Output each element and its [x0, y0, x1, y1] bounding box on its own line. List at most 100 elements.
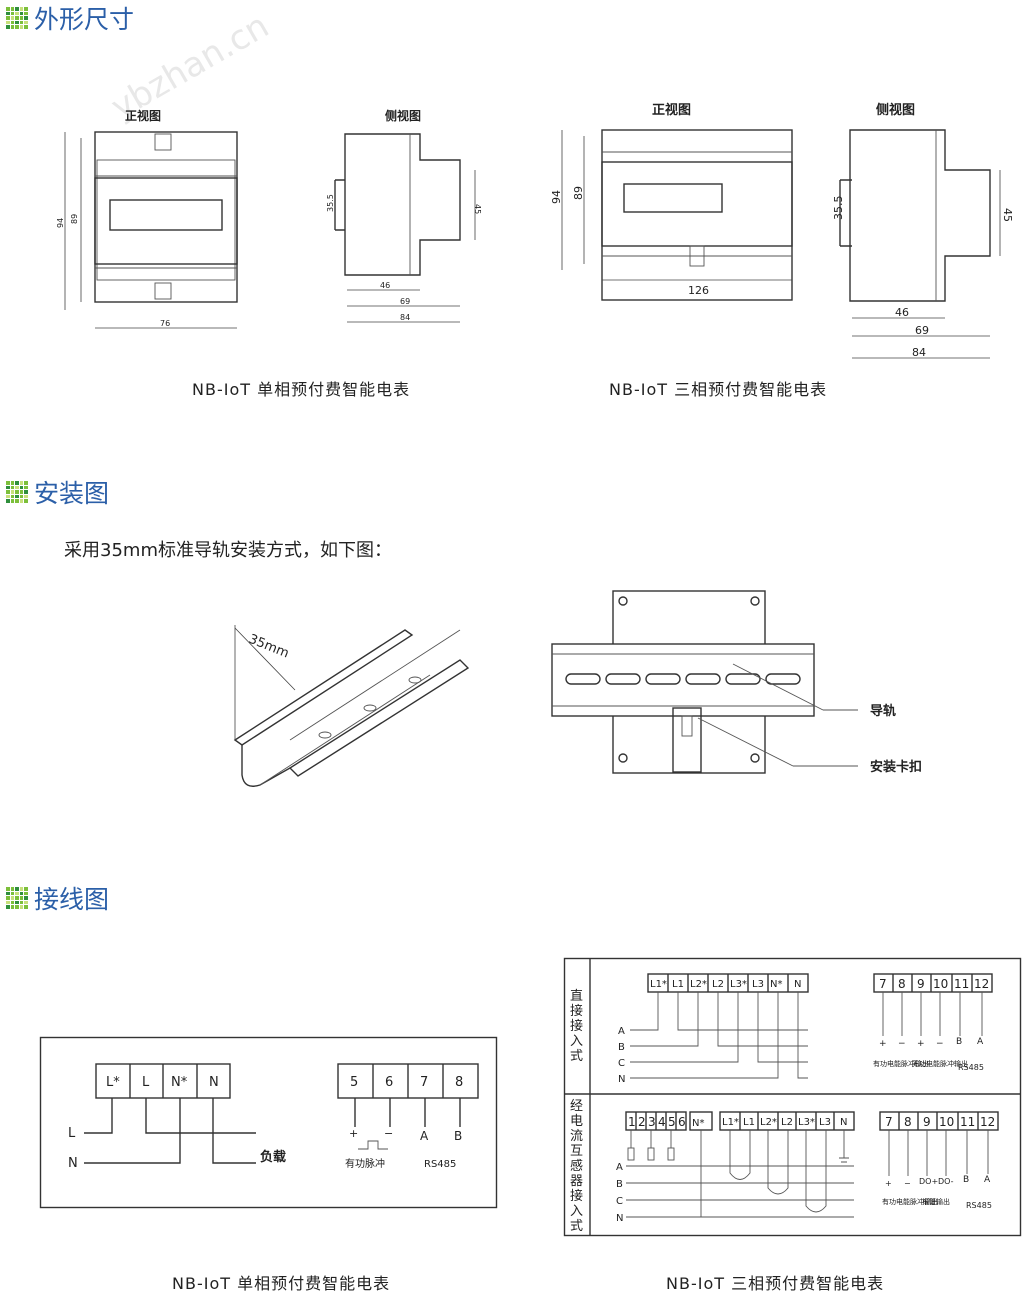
section-heading: 外形尺寸: [34, 5, 135, 34]
svg-text:9: 9: [917, 977, 925, 991]
svg-text:7: 7: [420, 1075, 428, 1090]
svg-text:3: 3: [648, 1115, 656, 1129]
svg-text:46: 46: [895, 306, 909, 319]
svg-text:负载: 负载: [260, 1149, 286, 1165]
svg-text:+: +: [917, 1039, 925, 1049]
svg-text:35mm: 35mm: [247, 632, 291, 662]
svg-text:89: 89: [572, 186, 585, 200]
svg-text:A: A: [618, 1026, 625, 1037]
svg-text:N: N: [840, 1117, 847, 1128]
svg-text:N*: N*: [171, 1075, 188, 1090]
svg-text:RS485: RS485: [958, 1063, 984, 1072]
svg-text:L1: L1: [672, 979, 684, 990]
single-phase-wiring-diagram: L* L N* N 5 6 7 8 L N 负载 + − A B 有功脉冲 RS…: [39, 1036, 498, 1209]
rail-callout: 导轨: [870, 703, 896, 719]
svg-text:94: 94: [550, 190, 563, 204]
svg-text:正视图: 正视图: [652, 102, 691, 118]
svg-text:N*: N*: [770, 979, 782, 990]
three-phase-dimension-drawing: 正视图 94 89 126 侧视图 35.5 45 46 69 84: [550, 102, 1014, 359]
svg-text:C: C: [616, 1196, 623, 1207]
installation-text: 采用35mm标准导轨安装方式，如下图：: [64, 540, 392, 561]
svg-text:8: 8: [455, 1075, 463, 1090]
svg-text:L1: L1: [743, 1117, 755, 1128]
svg-text:A: A: [616, 1162, 623, 1173]
svg-text:DO-: DO-: [938, 1177, 954, 1186]
svg-text:L: L: [68, 1126, 76, 1141]
svg-text:12: 12: [974, 977, 989, 991]
svg-text:N: N: [794, 979, 801, 990]
svg-text:侧视图: 侧视图: [876, 102, 915, 118]
svg-text:直接接入式: 直接接入式: [570, 989, 583, 1064]
svg-text:84: 84: [912, 346, 926, 359]
svg-text:B: B: [963, 1175, 969, 1185]
svg-text:L2*: L2*: [760, 1117, 777, 1128]
svg-text:6: 6: [385, 1075, 393, 1090]
svg-text:5: 5: [668, 1115, 676, 1129]
svg-text:有功电能脉冲输出: 有功电能脉冲输出: [882, 1197, 938, 1206]
svg-text:L3: L3: [819, 1117, 831, 1128]
svg-text:C: C: [618, 1058, 625, 1069]
svg-text:RS485: RS485: [424, 1159, 456, 1170]
svg-text:−: −: [936, 1039, 944, 1049]
section-heading: 接线图: [34, 885, 110, 914]
svg-text:8: 8: [898, 977, 906, 991]
direct-connection-label: 直接接入式: [570, 989, 583, 1064]
svg-text:L2: L2: [781, 1117, 793, 1128]
watermark: ybzhan.cn: [105, 6, 276, 128]
svg-text:7: 7: [885, 1115, 893, 1129]
svg-text:45: 45: [473, 204, 482, 214]
svg-text:126: 126: [688, 284, 709, 297]
svg-text:N: N: [618, 1074, 625, 1085]
svg-text:L2: L2: [712, 979, 724, 990]
svg-text:−: −: [898, 1039, 906, 1049]
svg-text:−: −: [904, 1179, 911, 1188]
svg-text:L1*: L1*: [722, 1117, 739, 1128]
svg-text:报警输出: 报警输出: [922, 1197, 950, 1206]
svg-text:B: B: [618, 1042, 625, 1053]
svg-text:A: A: [420, 1129, 429, 1143]
svg-text:B: B: [454, 1129, 462, 1143]
svg-text:B: B: [616, 1179, 623, 1190]
svg-text:有功电能脉冲输出: 有功电能脉冲输出: [873, 1059, 929, 1068]
single-phase-dimension-drawing: 正视图 94 89 76 侧视图 35.5 45 46 69 84: [56, 108, 482, 329]
svg-text:DO+: DO+: [919, 1177, 938, 1186]
svg-text:−: −: [384, 1127, 393, 1140]
svg-text:10: 10: [933, 977, 948, 991]
svg-text:L3: L3: [752, 979, 764, 990]
section-heading: 安装图: [34, 479, 110, 508]
svg-text:5: 5: [350, 1075, 358, 1090]
svg-text:45: 45: [1001, 208, 1014, 222]
svg-text:89: 89: [70, 214, 79, 224]
svg-text:69: 69: [400, 297, 410, 306]
single-phase-wiring-caption: NB-IoT 单相预付费智能电表: [172, 1274, 391, 1293]
section-title-wiring: 接线图: [6, 880, 109, 916]
svg-text:N: N: [68, 1156, 78, 1171]
svg-text:N: N: [209, 1075, 219, 1090]
svg-text:11: 11: [954, 977, 969, 991]
svg-text:94: 94: [56, 218, 65, 228]
svg-text:2: 2: [638, 1115, 646, 1129]
svg-text:12: 12: [980, 1115, 995, 1129]
svg-text:RS485: RS485: [966, 1201, 992, 1210]
svg-text:+: +: [349, 1127, 358, 1140]
three-phase-wiring-caption: NB-IoT 三相预付费智能电表: [666, 1274, 885, 1293]
svg-text:L2*: L2*: [690, 979, 707, 990]
svg-text:10: 10: [939, 1115, 954, 1129]
clip-callout: 安装卡扣: [870, 759, 922, 775]
svg-text:84: 84: [400, 313, 410, 322]
grid-bullet-icon: [6, 887, 28, 909]
three-phase-dimension-caption: NB-IoT 三相预付费智能电表: [609, 380, 828, 399]
svg-text:9: 9: [923, 1115, 931, 1129]
svg-text:69: 69: [915, 324, 929, 337]
svg-text:A: A: [977, 1037, 984, 1047]
svg-text:+: +: [879, 1039, 887, 1049]
din-rail-perspective: 35mm: [233, 625, 470, 787]
svg-text:+: +: [885, 1179, 892, 1188]
svg-text:11: 11: [960, 1115, 975, 1129]
svg-text:7: 7: [879, 977, 887, 991]
section-title-installation: 安装图: [6, 474, 109, 510]
svg-text:L3*: L3*: [730, 979, 747, 990]
section-title-dimensions: 外形尺寸: [6, 0, 134, 36]
svg-text:6: 6: [678, 1115, 686, 1129]
svg-text:N: N: [616, 1213, 623, 1224]
